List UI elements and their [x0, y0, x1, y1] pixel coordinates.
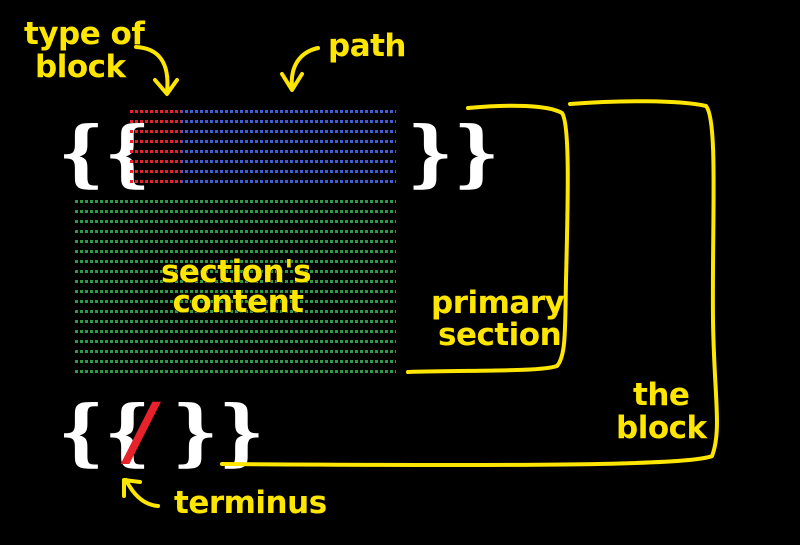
path-arrowhead [280, 72, 304, 92]
sections-content-label-line1: section's [161, 254, 311, 290]
primary-section-label-line1: primary [431, 285, 565, 321]
primary-section-bracket [406, 103, 570, 374]
type-of-block-label-line2: block [35, 49, 127, 85]
type-of-block-arrowhead [153, 78, 179, 96]
terminus-arrow [124, 478, 160, 508]
primary-section-label-line2: section [438, 317, 561, 353]
path-arrow [289, 46, 320, 90]
terminus-arrowhead [122, 478, 142, 498]
sections-content-label-line2: content [173, 284, 305, 320]
close-braces: }} [407, 110, 500, 195]
path-label: path [328, 28, 406, 64]
section-content-region [74, 200, 396, 377]
the-block-bracket [220, 99, 719, 468]
type-of-block-label-line1: type of [24, 16, 145, 52]
path-region [182, 105, 396, 190]
the-block-label-line2: block [616, 410, 708, 446]
terminus-close-braces: }} [172, 389, 265, 474]
terminus-open-braces: {{ [58, 389, 151, 474]
terminus-label: terminus [174, 485, 327, 521]
the-block-label-line1: the [633, 377, 689, 413]
type-of-block-arrow [134, 45, 170, 94]
type-of-block-region [130, 105, 182, 190]
